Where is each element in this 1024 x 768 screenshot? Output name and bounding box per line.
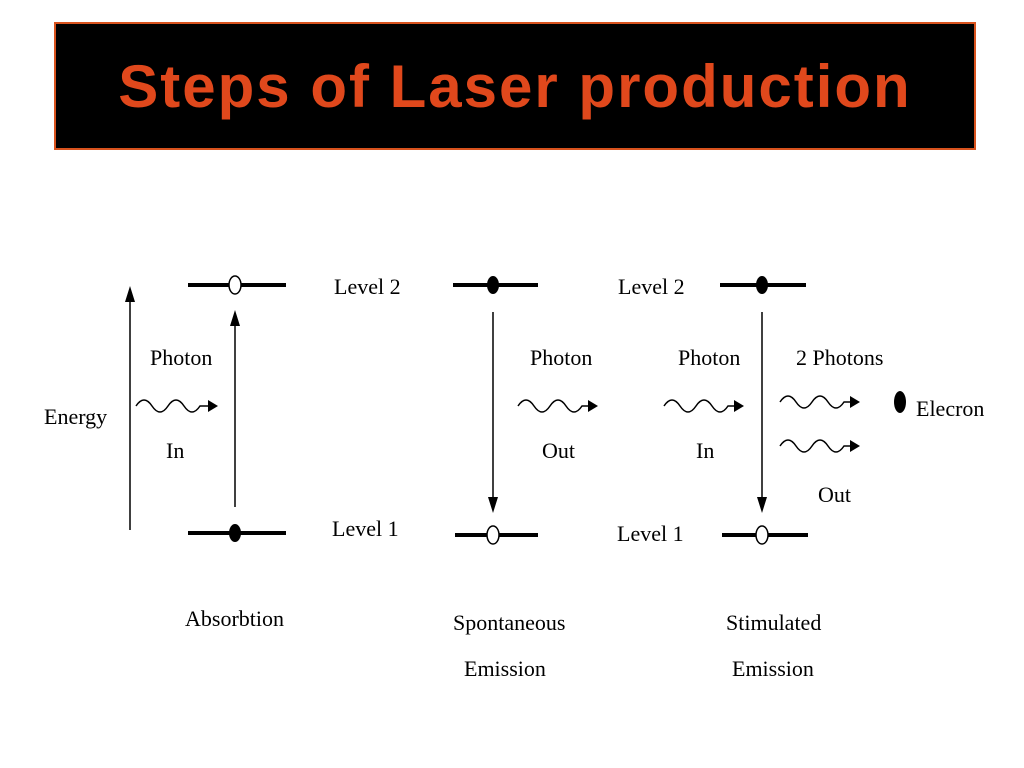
level1-label-a: Level 1 xyxy=(332,516,399,541)
spontaneous-caption-1: Spontaneous xyxy=(453,610,565,635)
stim-out-label: Out xyxy=(818,482,851,507)
absorption-in-label: In xyxy=(166,438,184,463)
stim-photon-label: Photon xyxy=(678,345,740,370)
empty-state-icon xyxy=(486,525,500,545)
spontaneous-caption-2: Emission xyxy=(464,656,546,681)
photon-wave-icon xyxy=(663,399,734,413)
empty-state-icon xyxy=(755,525,769,545)
absorption-photon-label: Photon xyxy=(150,345,212,370)
photon-wave-icon xyxy=(779,395,850,409)
photon-wave-icon xyxy=(135,399,208,413)
level2-label-b: Level 2 xyxy=(618,274,685,299)
down-arrow-icon xyxy=(757,497,767,513)
spont-photon-label: Photon xyxy=(530,345,592,370)
spont-out-label: Out xyxy=(542,438,575,463)
legend-electron-icon xyxy=(894,391,906,413)
title-banner: Steps of Laser production xyxy=(54,22,976,150)
photon-wave-icon xyxy=(517,399,588,413)
empty-state-icon xyxy=(228,275,242,295)
page-title: Steps of Laser production xyxy=(118,52,912,120)
stimulated-panel xyxy=(663,276,860,545)
electron-icon xyxy=(756,276,768,294)
spontaneous-panel xyxy=(453,276,598,545)
stimulated-caption-2: Emission xyxy=(732,656,814,681)
stim-in-label: In xyxy=(696,438,714,463)
electron-icon xyxy=(487,276,499,294)
absorption-panel xyxy=(135,275,286,542)
level1-label-b: Level 1 xyxy=(617,521,684,546)
electron-icon xyxy=(229,524,241,542)
stim-two-photons-label: 2 Photons xyxy=(796,345,883,370)
down-arrow-icon xyxy=(488,497,498,513)
up-arrow-icon xyxy=(230,310,240,326)
energy-axis xyxy=(125,286,135,530)
absorption-caption: Absorbtion xyxy=(185,606,284,631)
photon-wave-icon xyxy=(779,439,850,453)
stimulated-caption-1: Stimulated xyxy=(726,610,821,635)
energy-label: Energy xyxy=(44,404,107,429)
level2-label-a: Level 2 xyxy=(334,274,401,299)
legend-electron-label: Elecron xyxy=(916,396,984,421)
